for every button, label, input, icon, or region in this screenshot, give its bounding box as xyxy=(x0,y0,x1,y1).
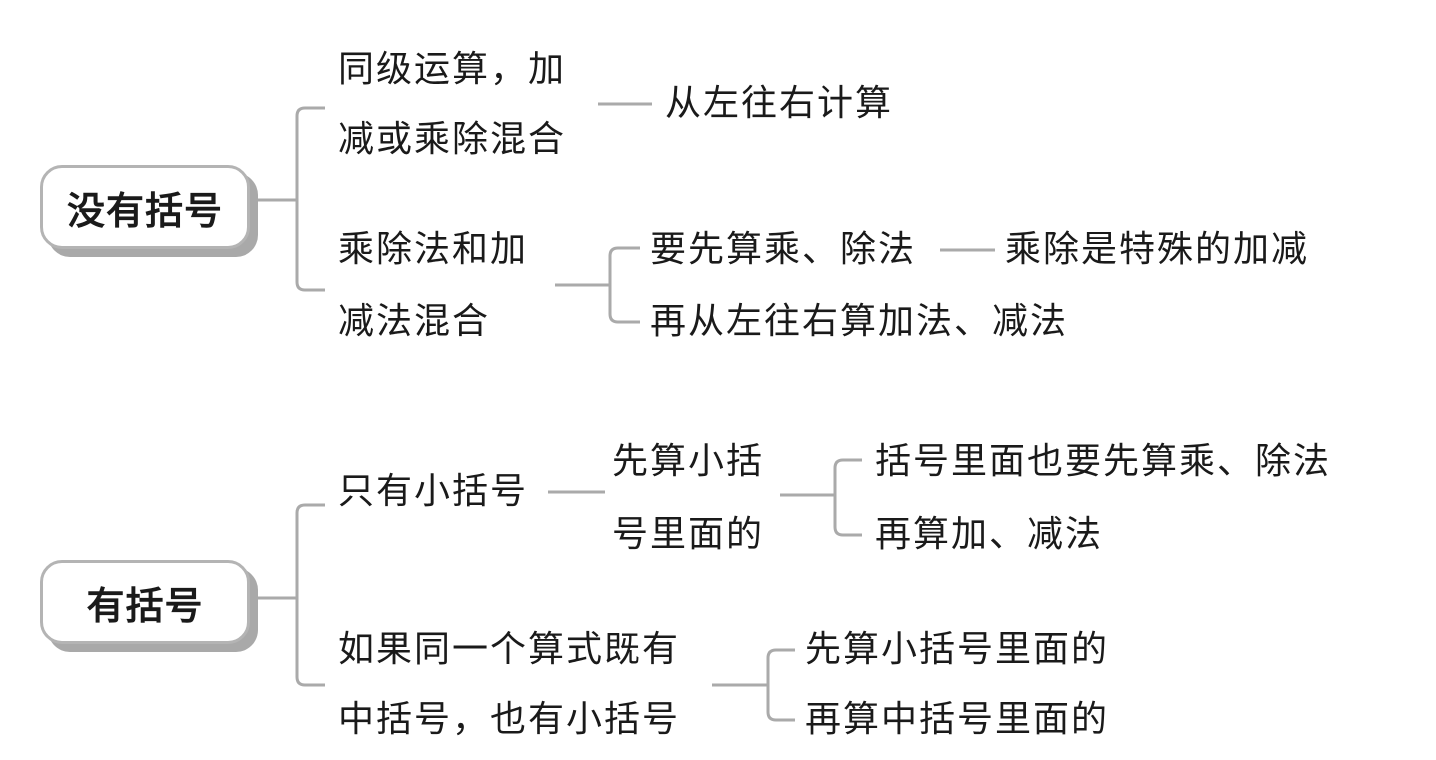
branch-text: 减法混合 xyxy=(338,301,491,342)
branch-text: 乘除法和加 xyxy=(338,229,529,270)
bracket xyxy=(833,458,862,537)
leaf-note: 乘除是特殊的加减 xyxy=(1005,229,1310,270)
leaf-text: 再算加、减法 xyxy=(875,514,1104,555)
branch-text: 如果同一个算式既有 xyxy=(338,629,681,670)
bracket xyxy=(295,503,325,687)
leaf-text: 再算中括号里面的 xyxy=(805,699,1110,740)
leaf-text: 要先算乘、除法 xyxy=(650,229,917,270)
leaf-text: 从左往右计算 xyxy=(665,83,894,124)
branch-text: 中括号，也有小括号 xyxy=(338,699,681,740)
bracket xyxy=(608,246,640,324)
sub-branch-text: 号里面的 xyxy=(612,514,765,555)
leaf-text: 括号里面也要先算乘、除法 xyxy=(875,441,1332,482)
branch-text: 只有小括号 xyxy=(338,471,529,512)
bracket xyxy=(766,648,795,722)
leaf-text: 再从左往右算加法、减法 xyxy=(650,301,1069,342)
sub-branch-text: 先算小括 xyxy=(612,441,765,482)
branch-text: 减或乘除混合 xyxy=(338,119,567,160)
root-node-with-brackets[interactable]: 有括号 xyxy=(40,560,250,644)
branch-text: 同级运算，加 xyxy=(338,49,567,90)
root-node-no-brackets[interactable]: 没有括号 xyxy=(40,165,250,249)
leaf-text: 先算小括号里面的 xyxy=(805,629,1110,670)
bracket xyxy=(295,106,325,292)
